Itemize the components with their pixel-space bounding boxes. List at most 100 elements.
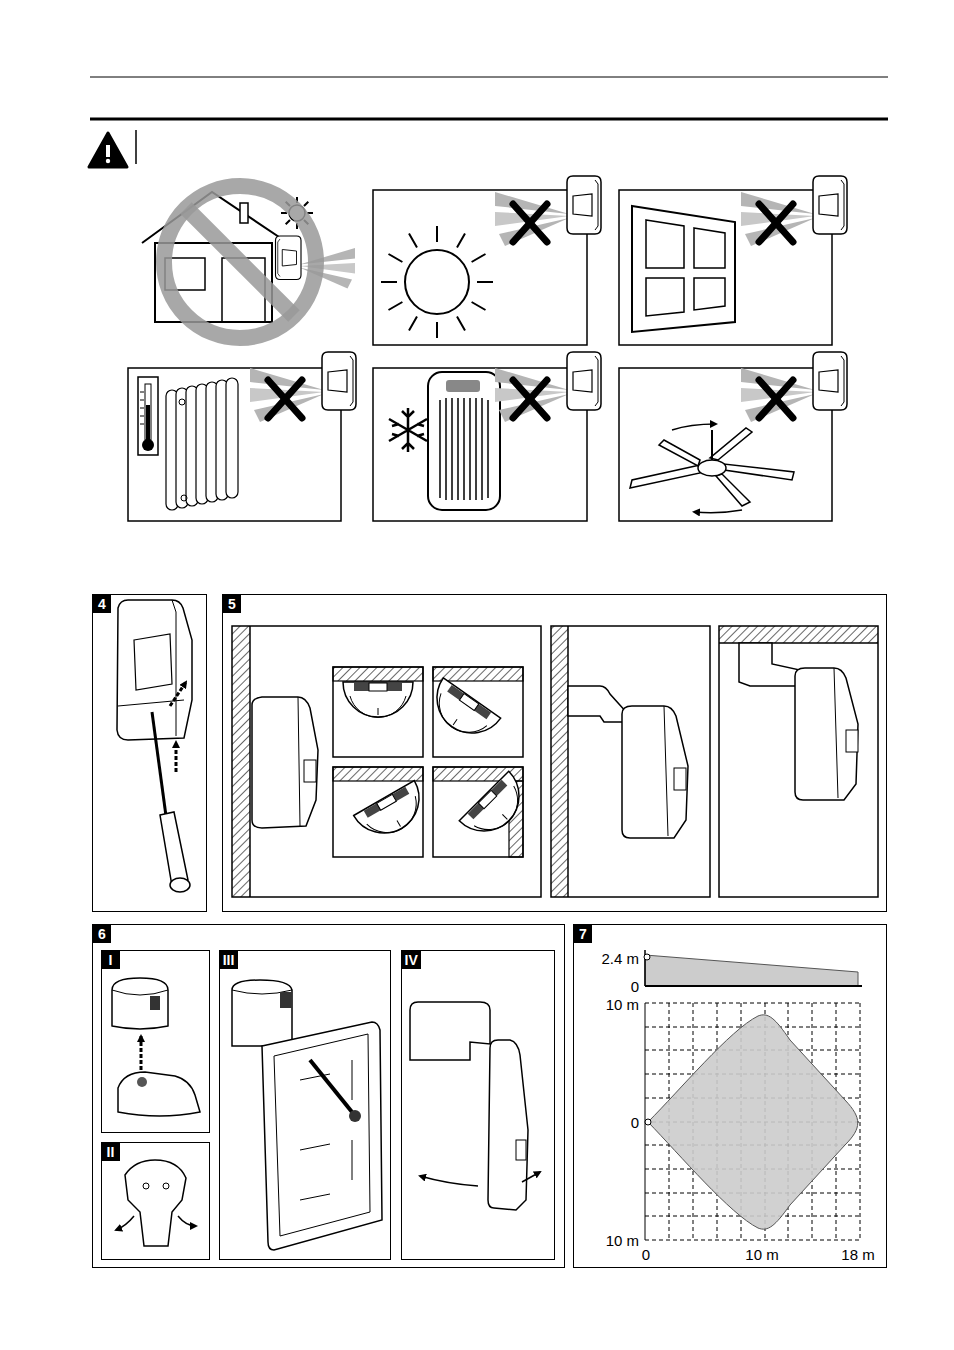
heater-panel — [142, 439, 154, 451]
panel: 5 — [222, 594, 887, 912]
bracket-steps — [178, 1216, 196, 1226]
axis-label: 18 m — [841, 1247, 874, 1262]
sub-panel: III — [219, 950, 391, 1260]
mounting-options — [846, 730, 858, 752]
coverage-chart — [645, 1119, 651, 1125]
panel: 7 — [573, 924, 887, 1268]
opening-detector — [152, 712, 166, 816]
ceiling-fan-panel — [694, 510, 742, 513]
air-conditioner-panel — [373, 368, 587, 521]
mounting-options — [551, 626, 710, 897]
bracket-steps — [300, 1060, 352, 1200]
ceiling-fan-panel — [741, 352, 847, 422]
mounting-options — [834, 668, 838, 798]
ceiling-fan-panel — [711, 430, 713, 460]
sun-panel — [373, 190, 587, 345]
heater-panel — [226, 378, 238, 498]
warning-icon — [89, 133, 127, 167]
axis-label: 10 m — [606, 997, 639, 1012]
sun-panel — [381, 226, 493, 338]
coverage-chart — [645, 1003, 862, 1240]
bracket-steps — [232, 980, 292, 1046]
bracket-steps — [137, 1077, 147, 1087]
air-conditioner-panel — [428, 372, 500, 510]
outdoor-forbidden — [240, 203, 248, 223]
axis-label: 10 m — [745, 1247, 778, 1262]
opening-detector — [170, 878, 190, 892]
bracket-steps — [410, 1002, 490, 1060]
opening-detector — [160, 812, 188, 886]
axis-label: 0 — [631, 1115, 639, 1130]
opening-detector — [170, 682, 186, 706]
header-rule — [90, 118, 888, 121]
sun-panel — [405, 250, 469, 314]
mounting-options — [795, 668, 858, 800]
mounting-options — [622, 706, 688, 838]
mounting-options — [719, 626, 878, 897]
sun-panel — [373, 176, 601, 345]
bracket-steps — [140, 1036, 143, 1070]
mounting-options — [568, 686, 628, 722]
ceiling-fan-panel — [659, 440, 700, 466]
heater-panel — [140, 392, 144, 424]
ceiling-fan-panel — [698, 460, 726, 476]
panel-number: I — [102, 951, 120, 969]
heater-panel — [128, 352, 356, 521]
outdoor-forbidden — [186, 208, 294, 316]
axis-label: 0 — [631, 979, 639, 994]
air-conditioner-panel — [440, 398, 488, 500]
window-panel — [619, 176, 847, 345]
warning-icon — [106, 145, 110, 157]
bracket-steps — [125, 1160, 186, 1246]
bracket-steps — [310, 1060, 352, 1112]
sub-panel: II — [101, 1142, 210, 1260]
mounting-options — [298, 697, 300, 826]
ceiling-fan-panel — [619, 368, 832, 521]
window-panel — [632, 206, 735, 332]
heater-panel — [181, 495, 187, 501]
bracket-steps — [522, 1172, 540, 1182]
panel-number: 6 — [93, 925, 111, 943]
panel-number: III — [220, 951, 238, 969]
bracket-steps — [143, 1183, 149, 1189]
heater-panel — [128, 368, 341, 521]
bracket-steps — [488, 1040, 528, 1210]
mounting-options — [249, 626, 251, 897]
bracket-steps — [420, 1176, 478, 1186]
mounting-options — [739, 643, 800, 686]
sub-panel: I — [101, 950, 210, 1133]
mounting-options — [232, 626, 250, 897]
axis-label: 0 — [642, 1247, 650, 1262]
opening-detector — [134, 634, 172, 690]
header-rule — [90, 77, 888, 78]
opening-detector — [117, 600, 192, 892]
mounting-options — [551, 626, 568, 897]
mounting-options — [343, 682, 413, 717]
mounting-options — [232, 626, 541, 897]
sun-panel — [495, 176, 601, 246]
bracket-steps — [150, 996, 160, 1010]
coverage-chart — [648, 1015, 858, 1229]
heater-panel — [138, 377, 158, 455]
opening-detector — [117, 600, 192, 740]
mounting-options — [252, 697, 318, 828]
air-conditioner-panel — [389, 408, 427, 452]
bracket-steps — [116, 1216, 134, 1230]
mounting-options — [333, 767, 423, 781]
outdoor-forbidden — [142, 186, 355, 338]
window-panel — [694, 278, 725, 310]
coverage-chart — [645, 955, 858, 986]
bracket-steps — [516, 1140, 526, 1160]
mounting-options — [232, 626, 878, 897]
bracket-steps — [262, 1022, 382, 1250]
mounting-options — [719, 626, 878, 643]
ceiling-fan-panel — [716, 474, 750, 506]
bracket-steps — [349, 1110, 361, 1122]
bracket-steps — [112, 978, 540, 1250]
air-conditioner-panel — [446, 380, 480, 392]
bracket-steps — [112, 990, 168, 995]
air-conditioner-panel — [495, 352, 601, 422]
window-panel — [741, 176, 847, 246]
